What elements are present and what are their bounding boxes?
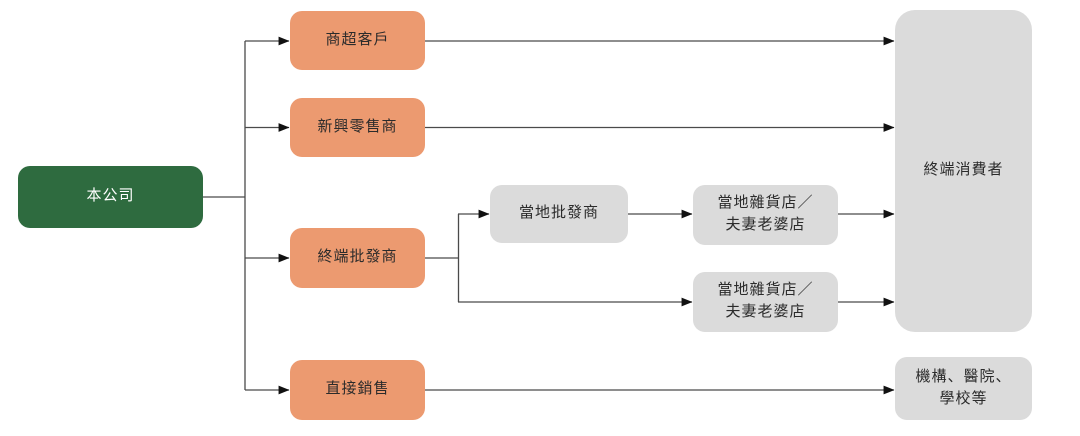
node-institutions: 機構、醫院、 學校等 — [895, 357, 1032, 420]
node-institutions-label: 機構、醫院、 學校等 — [915, 368, 1012, 407]
node-end-consumers-label: 終端消費者 — [923, 162, 1004, 179]
node-local-grocery-top: 當地雜貨店／ 夫妻老婆店 — [693, 185, 838, 245]
node-local-wholesalers: 當地批發商 — [490, 185, 628, 243]
node-local-grocery-top-label: 當地雜貨店／ 夫妻老婆店 — [717, 195, 814, 233]
node-local-grocery-bottom-label: 當地雜貨店／ 夫妻老婆店 — [717, 282, 814, 320]
node-direct-sales: 直接銷售 — [290, 360, 425, 420]
node-company-label: 本公司 — [86, 188, 135, 205]
node-terminal-wholesalers-label: 終端批發商 — [317, 249, 398, 266]
node-local-grocery-bottom: 當地雜貨店／ 夫妻老婆店 — [693, 272, 838, 332]
node-supermarket-customers: 商超客戶 — [290, 11, 425, 70]
node-supermarket-customers-label: 商超客戶 — [325, 31, 390, 48]
node-end-consumers: 終端消費者 — [895, 10, 1032, 332]
node-emerging-retailers: 新興零售商 — [290, 98, 425, 157]
node-terminal-wholesalers: 終端批發商 — [290, 228, 425, 288]
node-company: 本公司 — [18, 166, 203, 228]
node-direct-sales-label: 直接銷售 — [325, 381, 390, 398]
node-local-wholesalers-label: 當地批發商 — [518, 205, 599, 222]
node-emerging-retailers-label: 新興零售商 — [317, 118, 398, 135]
